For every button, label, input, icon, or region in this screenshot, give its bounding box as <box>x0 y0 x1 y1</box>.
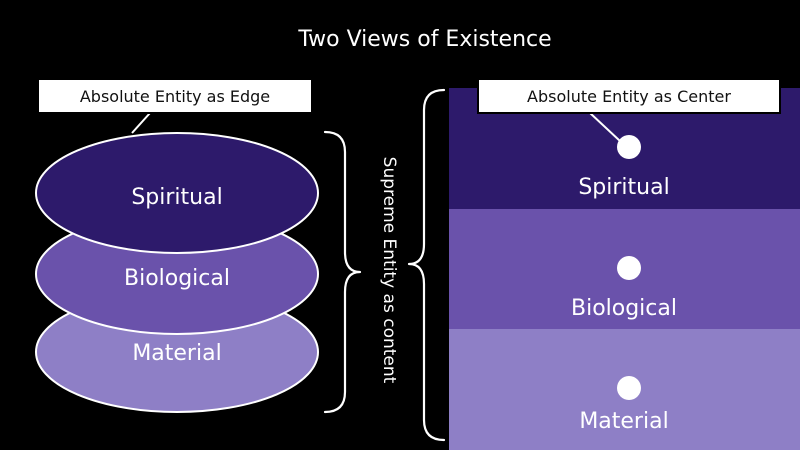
supreme-entity-label: Supreme Entity as content <box>379 157 399 384</box>
right-curly-brace <box>407 88 446 442</box>
right-callout: Absolute Entity as Center <box>477 78 781 114</box>
middle-section: Supreme Entity as content <box>323 88 446 442</box>
material-center-dot <box>617 376 641 400</box>
left-callout-text: Absolute Entity as Edge <box>80 87 270 106</box>
right-callout-pointer <box>589 112 621 142</box>
left-layer-label-material: Material <box>132 341 221 366</box>
left-layer-label-biological: Biological <box>124 266 230 291</box>
spiritual-center-dot <box>617 135 641 159</box>
right-layer-label-spiritual: Spiritual <box>578 175 669 200</box>
left-curly-brace <box>323 130 362 414</box>
right-layer-label-biological: Biological <box>571 296 677 321</box>
diagram-title: Two Views of Existence <box>297 27 551 52</box>
right-layer-label-material: Material <box>579 409 668 434</box>
right-callout-box <box>477 78 781 114</box>
left-layer-spiritual <box>35 132 319 254</box>
biological-center-dot <box>617 256 641 280</box>
left-layer-label-spiritual: Spiritual <box>131 185 222 210</box>
left-callout-pointer <box>131 112 151 134</box>
right-view: Spiritual Biological Material Absolute E… <box>449 78 800 450</box>
left-view: Spiritual Biological Material Absolute E… <box>35 78 319 413</box>
right-callout-text: Absolute Entity as Center <box>527 87 731 106</box>
left-callout-box <box>37 78 313 114</box>
left-callout: Absolute Entity as Edge <box>37 78 313 114</box>
